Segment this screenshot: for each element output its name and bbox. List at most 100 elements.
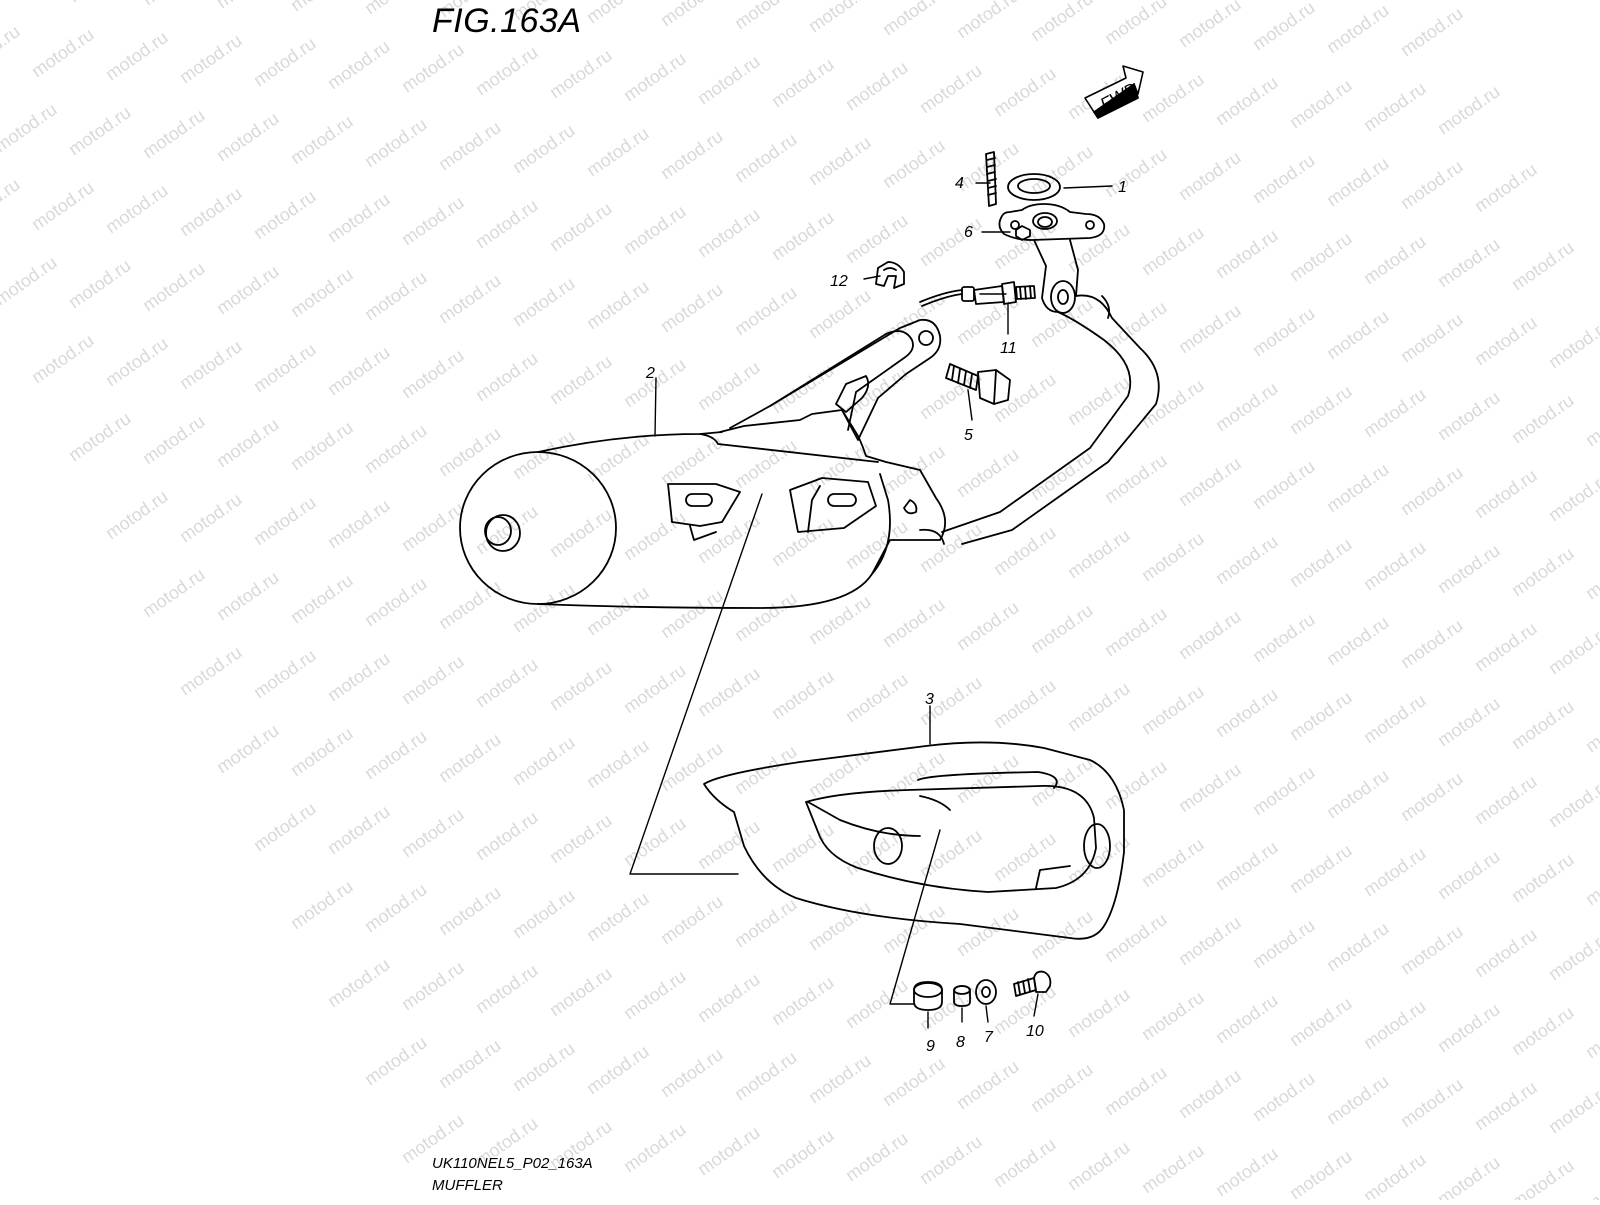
watermark-text: motod.ru	[1360, 231, 1430, 288]
watermark-text: motod.ru	[1064, 678, 1134, 735]
watermark-text: motod.ru	[842, 669, 912, 726]
watermark-text: motod.ru	[694, 816, 764, 873]
watermark-text: motod.ru	[694, 1122, 764, 1179]
callout-1: 1	[1118, 179, 1127, 196]
watermark-text: motod.ru	[1027, 141, 1097, 198]
callout-12: 12	[830, 273, 848, 290]
callout-3: 3	[925, 691, 934, 708]
watermark-text: motod.ru	[361, 114, 431, 171]
watermark-text: motod.ru	[1249, 915, 1319, 972]
watermark-text: motod.ru	[324, 801, 394, 858]
watermark-text: motod.ru	[0, 99, 60, 156]
watermark-text: motod.ru	[583, 735, 653, 792]
watermark-text: motod.ru	[1360, 996, 1430, 1053]
watermark-text: motod.ru	[990, 63, 1060, 120]
watermark-text: motod.ru	[472, 348, 542, 405]
watermark-text: motod.ru	[1508, 390, 1578, 447]
watermark-text: motod.ru	[990, 1134, 1060, 1191]
watermark-text: motod.ru	[1175, 300, 1245, 357]
callout-6: 6	[964, 224, 973, 241]
watermark-text: motod.ru	[1323, 153, 1393, 210]
watermark-text: motod.ru	[731, 1047, 801, 1104]
watermark-text: motod.ru	[1397, 156, 1467, 213]
watermark-text: motod.ru	[1212, 684, 1282, 741]
watermark-text: motod.ru	[1397, 462, 1467, 519]
watermark-text: motod.ru	[324, 954, 394, 1011]
watermark-text: motod.ru	[879, 1053, 949, 1110]
watermark-text: motod.ru	[176, 183, 246, 240]
watermark-text: motod.ru	[1323, 306, 1393, 363]
watermark-text: motod.ru	[1397, 309, 1467, 366]
watermark-text: motod.ru	[213, 0, 283, 12]
callout-9: 9	[926, 1038, 935, 1055]
watermark-text: motod.ru	[213, 414, 283, 471]
watermark-text: motod.ru	[953, 1056, 1023, 1113]
watermark-text: motod.ru	[805, 285, 875, 342]
watermark-text: motod.ru	[657, 0, 727, 30]
watermark-text: motod.ru	[546, 657, 616, 714]
watermark-text: motod.ru	[1027, 1059, 1097, 1116]
watermark-text: motod.ru	[509, 885, 579, 942]
watermark-text: motod.ru	[805, 0, 875, 36]
watermark-text: motod.ru	[879, 288, 949, 345]
watermark-text: motod.ru	[176, 30, 246, 87]
watermark-text: motod.ru	[879, 594, 949, 651]
watermark-text: motod.ru	[1064, 984, 1134, 1041]
watermark-text: motod.ru	[1138, 1140, 1208, 1197]
watermark-text: motod.ru	[287, 723, 357, 780]
watermark-text: motod.ru	[731, 282, 801, 339]
watermark-text: motod.ru	[620, 354, 690, 411]
watermark-text: motod.ru	[398, 345, 468, 402]
nut-part-6	[1015, 225, 1031, 241]
protector-part-3	[703, 741, 1125, 940]
watermark-text: motod.ru	[546, 504, 616, 561]
callout-4: 4	[955, 175, 964, 192]
watermark-text: motod.ru	[0, 252, 60, 309]
watermark-text: motod.ru	[731, 0, 801, 33]
watermark-text: motod.ru	[472, 42, 542, 99]
watermark-text: motod.ru	[1434, 234, 1504, 291]
watermark-text: motod.ru	[1101, 0, 1171, 48]
watermark-text: motod.ru	[768, 666, 838, 723]
watermark-text: motod.ru	[1434, 81, 1504, 138]
watermark-text: motod.ru	[1138, 375, 1208, 432]
watermark-text: motod.ru	[1138, 69, 1208, 126]
watermark-text: motod.ru	[509, 579, 579, 636]
watermark-text: motod.ru	[731, 741, 801, 798]
watermark-text: motod.ru	[1064, 219, 1134, 276]
watermark-text: motod.ru	[1545, 468, 1600, 525]
watermark-text: motod.ru	[0, 174, 23, 231]
watermark-text: motod.ru	[1471, 1077, 1541, 1134]
watermark-text: motod.ru	[879, 900, 949, 957]
watermark-text: motod.ru	[324, 189, 394, 246]
watermark-text: motod.ru	[842, 210, 912, 267]
watermark-text: motod.ru	[1286, 534, 1356, 591]
watermark-text: motod.ru	[805, 132, 875, 189]
watermark-text: motod.ru	[398, 498, 468, 555]
watermark-text: motod.ru	[620, 1119, 690, 1176]
watermark-text: motod.ru	[1360, 537, 1430, 594]
watermark-text: motod.ru	[1323, 459, 1393, 516]
watermark-text: motod.ru	[1471, 771, 1541, 828]
oxygen-sensor-part-11	[919, 281, 1036, 307]
watermark-text: motod.ru	[694, 357, 764, 414]
watermark-text: motod.ru	[1212, 225, 1282, 282]
watermark-text: motod.ru	[1027, 600, 1097, 657]
figure-code: UK110NEL5_P02_163A	[432, 1155, 593, 1172]
callout-labels: 1 2 3 4 5 6 7 8 9 10 11 12	[645, 175, 1127, 1055]
watermark-text: motod.ru	[250, 186, 320, 243]
watermark-text: motod.ru	[731, 588, 801, 645]
watermark-text: motod.ru	[102, 333, 172, 390]
watermark-text: motod.ru	[620, 813, 690, 870]
watermark-text: motod.ru	[1582, 1005, 1600, 1062]
watermark-text: motod.ru	[398, 957, 468, 1014]
watermark-text: motod.ru	[435, 882, 505, 939]
watermark-text: motod.ru	[694, 51, 764, 108]
watermark-text: motod.ru	[546, 198, 616, 255]
watermark-text: motod.ru	[1582, 852, 1600, 909]
watermark-text: motod.ru	[1360, 843, 1430, 900]
watermark-text: motod.ru	[1138, 987, 1208, 1044]
watermark-text: motod.ru	[1249, 456, 1319, 513]
